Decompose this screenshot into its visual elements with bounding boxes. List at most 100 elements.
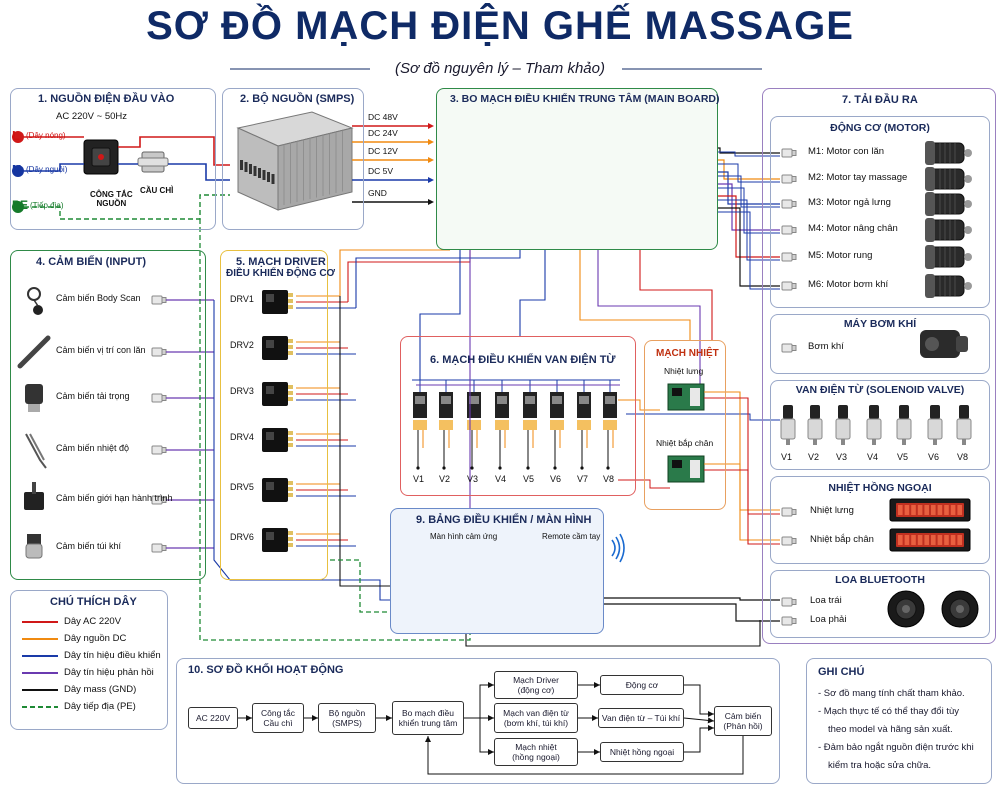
ir-heater-icon <box>917 505 923 515</box>
motor-connector-1 <box>791 176 797 182</box>
outputs-box <box>762 88 996 644</box>
solenoid-label-V3: V3 <box>836 452 848 462</box>
solenoid-icon <box>927 405 943 445</box>
node <box>498 466 502 470</box>
valve-ctrl-label-V5: V5 <box>523 474 535 484</box>
node <box>526 466 530 470</box>
ir-group-box <box>770 476 990 564</box>
line-L-label: L <box>12 128 20 143</box>
solenoid-group-box <box>770 380 990 470</box>
block-heat: Mạch nhiệt (hồng ngoại) <box>494 738 578 766</box>
arrow-head <box>488 749 494 755</box>
solenoid-label-V4: V4 <box>867 452 879 462</box>
sensor-label-4: Cảm biến giới hạn hành trình <box>56 493 173 503</box>
driver-board-icon <box>262 382 293 406</box>
block-valve-out: Van điện từ – Túi khí <box>598 708 684 728</box>
power-switch-label: CÔNG TẮC NGUỒN <box>90 190 133 208</box>
valve-to-heat2 <box>618 479 670 489</box>
motor-connector-4 <box>791 254 797 260</box>
line-N-desc: (Dây nguội) <box>26 165 68 174</box>
smps-box <box>222 88 364 230</box>
arrow-head <box>488 682 494 688</box>
driver-board-icon <box>262 478 293 502</box>
wire-arrow <box>428 157 434 163</box>
arrow-head <box>594 682 600 688</box>
ac-N-wire <box>24 163 84 172</box>
arrow-head <box>425 736 431 742</box>
pump-group-box <box>770 314 990 374</box>
driver-trunk-dc <box>339 249 450 296</box>
legend-label-0: Dây AC 220V <box>64 616 122 627</box>
dc-output-label-0: DC 48V <box>368 112 398 122</box>
motor-label-4: M4: Motor nâng chân <box>808 223 898 234</box>
valve-ctrl-label-V6: V6 <box>550 474 562 484</box>
motor-connector-2 <box>791 201 797 207</box>
power-switch-icon <box>98 154 104 160</box>
driver-title: 5. MẠCH DRIVER <box>236 256 326 268</box>
ir-label-1: Nhiệt bắp chân <box>810 534 874 545</box>
block-motor: Động cơ <box>600 675 684 695</box>
motor-icon <box>925 192 972 216</box>
valve-control-box <box>400 336 636 496</box>
motor-label-6: M6: Motor bơm khí <box>808 279 889 290</box>
solenoid-label-V6: V6 <box>928 452 940 462</box>
relay-icon <box>603 392 617 430</box>
mb-heat <box>579 246 691 340</box>
block-ac: AC 220V <box>188 707 238 729</box>
notes-title: GHI CHÚ <box>818 666 865 678</box>
speaker-label-1: Loa phải <box>810 614 847 625</box>
sensor-title: 4. CẢM BIẾN (INPUT) <box>36 256 146 268</box>
sensor-icon <box>25 433 47 469</box>
driver-board-icon <box>262 336 293 360</box>
ir-heater-icon <box>924 535 929 545</box>
pump-icon <box>920 330 968 358</box>
mb-valve <box>419 246 461 380</box>
motor-group-box <box>770 116 990 308</box>
sensor-label-3: Cảm biến nhiệt độ <box>56 443 130 453</box>
node <box>553 466 557 470</box>
solenoid-label-V2: V2 <box>808 452 820 462</box>
line-L-desc: (Dây nóng) <box>26 131 66 140</box>
ac-N-wire <box>168 163 230 181</box>
relay-icon <box>495 392 509 430</box>
ir-connector-1 <box>791 538 797 544</box>
note-line-4: kiểm tra hoặc sửa chữa. <box>828 760 932 771</box>
heat-title: MẠCH NHIỆT <box>656 348 719 359</box>
mb-heat3 <box>597 246 701 396</box>
arrow-feedback <box>427 736 744 775</box>
pe-wire <box>24 194 230 220</box>
ir-heater-icon <box>917 535 923 545</box>
legend-label-2: Dây tín hiệu điều khiển <box>64 650 161 661</box>
ir-label-0: Nhiệt lưng <box>810 505 854 516</box>
heat-board-icon <box>667 455 705 483</box>
speaker-label-0: Loa trái <box>810 595 842 606</box>
valve-ctrl-label-V4: V4 <box>495 474 507 484</box>
motor-label-2: M2: Motor tay massage <box>808 172 908 183</box>
input-power-title: 1. NGUỒN ĐIỆN ĐẦU VÀO <box>38 93 175 105</box>
sensor-label-0: Cảm biến Body Scan <box>56 293 141 303</box>
heat-label-1: Nhiệt bắp chân <box>656 438 714 448</box>
relay-icon <box>577 392 591 430</box>
solenoid-icon <box>807 405 823 445</box>
sensor-icon <box>25 384 43 412</box>
ir-group-title: NHIỆT HỒNG NGOẠI <box>828 482 932 494</box>
wire-arrow <box>428 139 434 145</box>
legend-box <box>10 590 168 730</box>
ir-heater-icon <box>898 535 903 545</box>
ac-L-wire <box>118 136 230 166</box>
ir-heater-icon <box>904 505 910 515</box>
sensor-label-2: Cảm biến tải trọng <box>56 391 130 401</box>
wifi-icon <box>611 533 625 563</box>
speaker-group-title: LOA BLUETOOTH <box>835 574 925 586</box>
sensor-icon <box>27 287 43 315</box>
motor-connector-0 <box>791 150 797 156</box>
sensor-label-5: Cảm biến túi khí <box>56 541 122 551</box>
relay-icon <box>550 392 564 430</box>
ir-heater-icon <box>931 535 936 545</box>
page-title: SƠ ĐỒ MẠCH ĐIỆN GHẾ MASSAGE <box>146 4 854 48</box>
smps-icon <box>236 111 354 211</box>
driver-board-icon <box>262 528 293 552</box>
motor-connector-5 <box>791 283 797 289</box>
relay-icon <box>439 392 453 430</box>
driver-trunk-ac <box>347 246 471 302</box>
